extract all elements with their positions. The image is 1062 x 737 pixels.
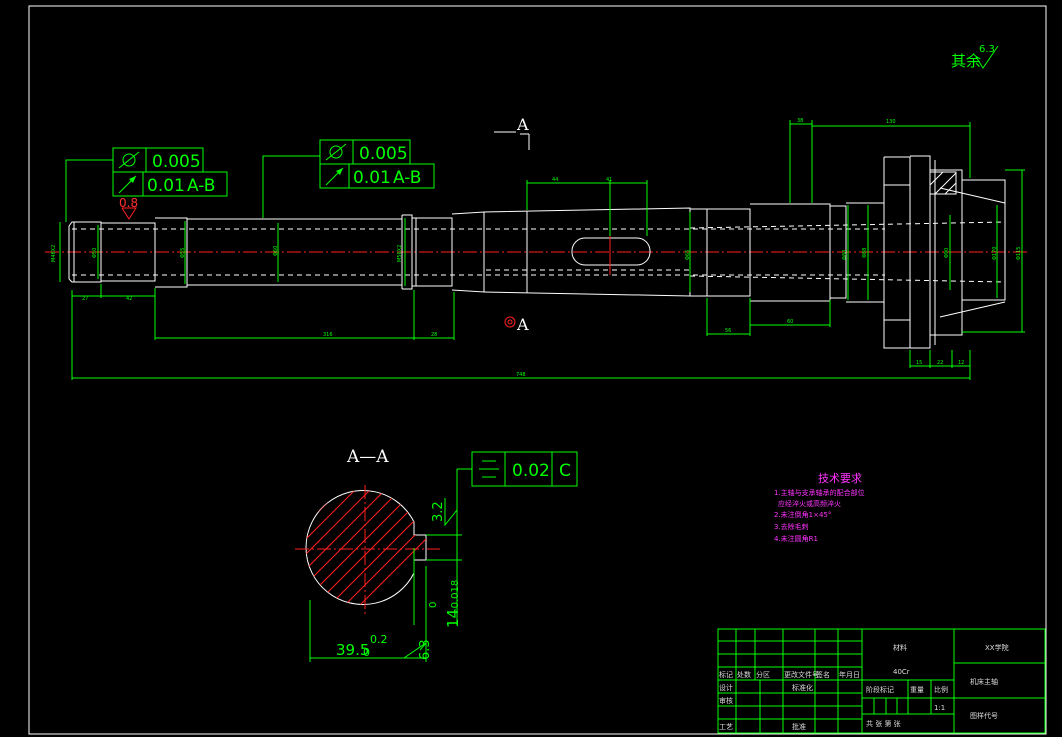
svg-text:0.2: 0.2 (370, 633, 388, 646)
svg-text:3.2: 3.2 (431, 501, 446, 522)
svg-text:316: 316 (323, 332, 333, 338)
drawing-frame (28, 5, 1047, 735)
svg-text:XX学院: XX学院 (985, 643, 1009, 652)
svg-text:0.005: 0.005 (359, 144, 408, 164)
svg-text:Φ60: Φ60 (273, 246, 279, 256)
svg-text:处数: 处数 (737, 670, 751, 679)
svg-text:39.5: 39.5 (336, 641, 369, 659)
svg-text:3.去除毛刺: 3.去除毛刺 (774, 522, 809, 531)
tech-requirements: 技术要求 1.主轴与支承轴承的配合部位 应经淬火或高频淬火 2.未注倒角1×45… (774, 472, 865, 543)
svg-text:Φ88: Φ88 (862, 248, 868, 258)
svg-text:Φ55: Φ55 (180, 248, 186, 258)
svg-text:阶段标记: 阶段标记 (866, 685, 894, 694)
fcf-right: 0.005 0.01 A-B (319, 139, 435, 189)
svg-text:Φ90: Φ90 (944, 248, 950, 258)
title-block-text: XX学院 机床主轴 图样代号 材料 40Cr 1:1 标记 处数 分区 更改文件… (719, 643, 1009, 731)
svg-text:748: 748 (516, 372, 526, 378)
svg-text:27: 27 (82, 296, 88, 302)
svg-text:工艺: 工艺 (719, 723, 733, 731)
svg-text:130: 130 (886, 119, 896, 125)
svg-text:0.005: 0.005 (152, 152, 201, 172)
svg-text:设计: 设计 (719, 683, 733, 692)
svg-text:批准: 批准 (792, 722, 806, 731)
svg-text:28: 28 (431, 332, 437, 338)
svg-text:0: 0 (428, 602, 439, 608)
fcf-section: 0.02 C (456, 451, 578, 510)
svg-text:技术要求: 技术要求 (818, 472, 862, 485)
svg-text:年月日: 年月日 (839, 670, 860, 679)
svg-text:6.3: 6.3 (979, 44, 995, 55)
surface-finish-note: 其余 6.3 (951, 44, 999, 70)
svg-text:重量: 重量 (910, 686, 924, 694)
svg-text:Φ65: Φ65 (685, 250, 691, 260)
svg-text:Φ50: Φ50 (92, 248, 98, 258)
svg-text:签名: 签名 (816, 670, 830, 679)
shaft-outline (68, 155, 1006, 349)
svg-text:14: 14 (444, 609, 462, 628)
svg-text:M56X2: M56X2 (397, 245, 403, 262)
svg-text:44: 44 (552, 177, 558, 183)
svg-text:0: 0 (363, 646, 370, 659)
svg-text:图样代号: 图样代号 (970, 711, 998, 720)
svg-text:标记: 标记 (719, 670, 733, 679)
svg-text:0.01: 0.01 (147, 176, 185, 196)
svg-text:15: 15 (916, 360, 922, 366)
section-marker-a: A A (494, 115, 530, 334)
svg-text:其余: 其余 (951, 52, 981, 70)
title-block (717, 628, 1046, 734)
svg-text:材料: 材料 (893, 643, 907, 652)
svg-text:0.8: 0.8 (119, 196, 138, 210)
svg-text:1.主轴与支承轴承的配合部位: 1.主轴与支承轴承的配合部位 (774, 488, 865, 497)
svg-text:Φ80: Φ80 (842, 250, 848, 260)
svg-text:41: 41 (606, 177, 612, 183)
svg-text:分区: 分区 (756, 670, 770, 679)
svg-text:A-B: A-B (393, 168, 421, 188)
svg-text:A: A (516, 315, 529, 334)
svg-text:机床主轴: 机床主轴 (970, 677, 998, 686)
svg-text:更改文件号: 更改文件号 (784, 670, 819, 679)
svg-text:标准化: 标准化 (792, 683, 813, 692)
svg-text:A—A: A—A (346, 447, 389, 467)
svg-text:60: 60 (787, 319, 793, 325)
svg-text:Φ115: Φ115 (1016, 247, 1022, 260)
svg-text:应经淬火或高频淬火: 应经淬火或高频淬火 (778, 499, 841, 508)
svg-text:22: 22 (937, 360, 943, 366)
svg-text:-0.018: -0.018 (450, 580, 461, 612)
svg-text:40Cr: 40Cr (893, 668, 910, 676)
section-view-a-a: A—A 39.5 (295, 447, 462, 662)
fcf-left: 0.005 0.01 A-B 0.8 (112, 147, 228, 220)
svg-text:Φ170: Φ170 (992, 247, 998, 260)
svg-text:C: C (559, 461, 571, 481)
svg-text:A: A (516, 115, 529, 134)
svg-text:38: 38 (797, 118, 803, 124)
dimension-texts: 27 42 316 28 748 44 41 38 130 56 60 15 2… (51, 118, 1022, 378)
svg-text:56: 56 (725, 328, 731, 334)
svg-text:M48X2: M48X2 (51, 245, 57, 262)
svg-text:共 张 第 张: 共 张 第 张 (866, 719, 901, 728)
svg-text:审核: 审核 (719, 696, 733, 705)
svg-text:2.未注倒角1×45°: 2.未注倒角1×45° (774, 510, 831, 519)
dimension-lines (59, 120, 1025, 380)
svg-text:12: 12 (958, 360, 964, 366)
svg-text:1:1: 1:1 (934, 704, 945, 712)
svg-text:比例: 比例 (934, 685, 948, 694)
svg-text:A-B: A-B (187, 176, 215, 196)
svg-text:4.未注圆角R1: 4.未注圆角R1 (774, 534, 818, 543)
svg-text:42: 42 (126, 296, 132, 302)
svg-text:0.01: 0.01 (353, 168, 391, 188)
svg-text:0.02: 0.02 (512, 461, 550, 481)
